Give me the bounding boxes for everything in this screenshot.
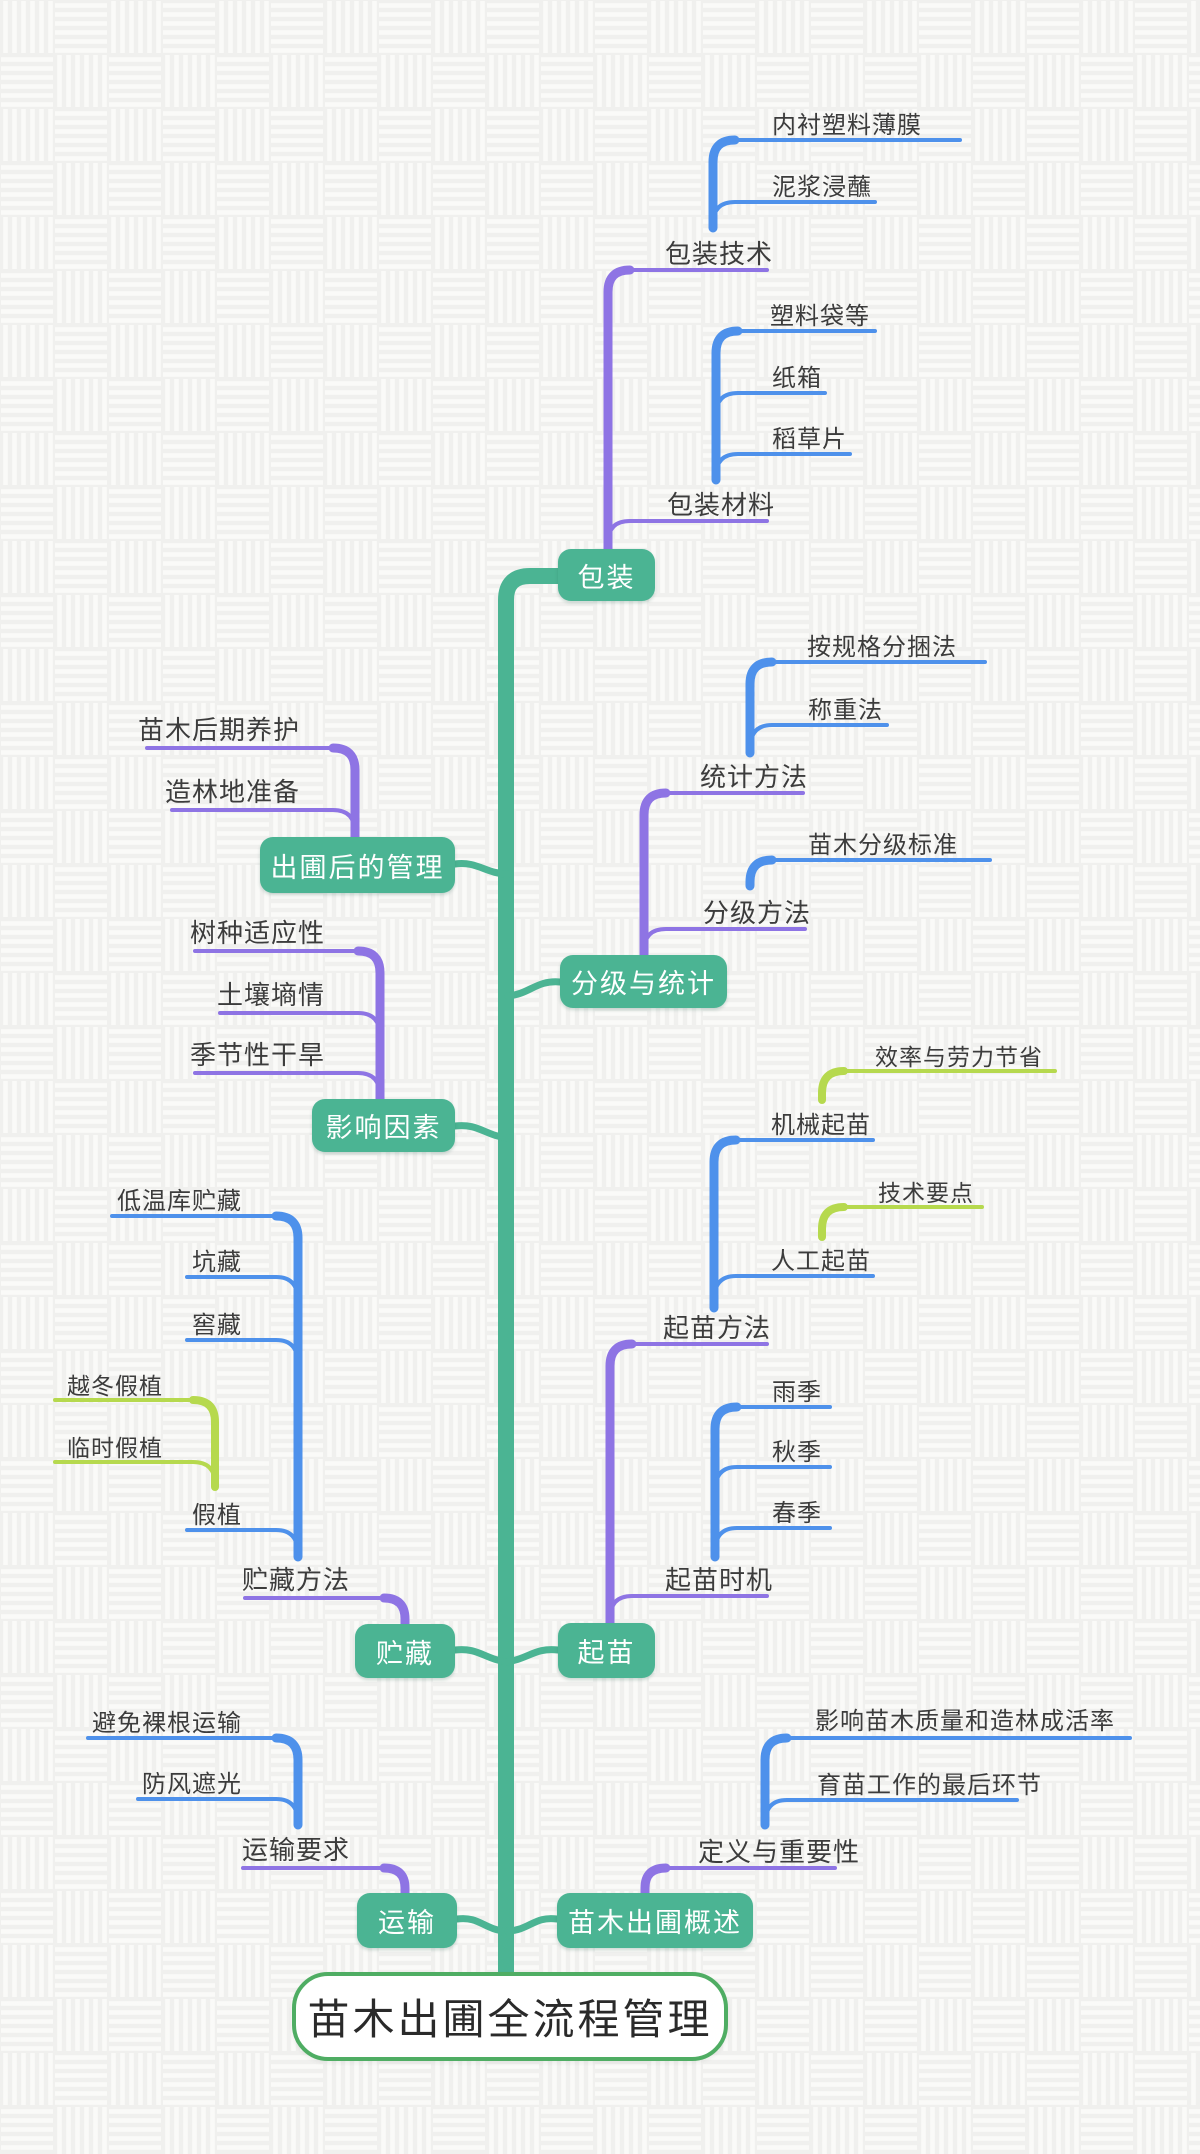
branch-line — [714, 452, 852, 478]
node-packaging-label: 包装 — [577, 562, 636, 593]
label-site-preparation[interactable]: 造林地准备 — [164, 777, 300, 807]
label-mud-dipping[interactable]: 泥浆浸蘸 — [772, 174, 872, 201]
label-manual-lifting[interactable]: 人工起苗 — [771, 1248, 871, 1275]
branch-line — [608, 1594, 769, 1621]
branch-line — [606, 519, 769, 545]
node-post-management-label: 出圃后的管理 — [270, 852, 445, 883]
node-packaging[interactable]: 包装 — [558, 549, 655, 601]
node-storage-label: 贮藏 — [376, 1638, 434, 1669]
label-packing-technique[interactable]: 包装技术 — [665, 239, 774, 269]
label-rainy-season[interactable]: 雨季 — [772, 1379, 822, 1406]
label-storage-methods[interactable]: 贮藏方法 — [241, 1565, 350, 1595]
branch-line — [136, 1797, 300, 1825]
label-inner-plastic-film[interactable]: 内衬塑料薄膜 — [772, 112, 922, 139]
stub-lifting — [501, 1646, 562, 1666]
node-lifting-label: 起苗 — [577, 1638, 636, 1668]
label-weighing-method[interactable]: 称重法 — [808, 697, 883, 724]
branch-line — [185, 1275, 300, 1303]
label-avoid-bare-root-transport[interactable]: 避免裸根运输 — [92, 1710, 242, 1737]
stub-overview — [504, 1915, 561, 1935]
trunk-line — [498, 568, 566, 1982]
branch-line — [711, 200, 877, 226]
label-grading-standard[interactable]: 苗木分级标准 — [808, 832, 958, 859]
label-cellar-storage[interactable]: 窖藏 — [192, 1312, 242, 1339]
label-efficiency-labor-saving[interactable]: 效率与劳力节省 — [875, 1044, 1043, 1070]
label-species-adaptability[interactable]: 树种适应性 — [189, 918, 325, 948]
label-pit-storage[interactable]: 坑藏 — [192, 1249, 242, 1276]
branch-line — [53, 1460, 217, 1486]
node-transport[interactable]: 运输 — [357, 1893, 457, 1948]
branch-line — [185, 1338, 300, 1366]
label-spring[interactable]: 春季 — [772, 1500, 822, 1527]
branch-line — [218, 1011, 382, 1038]
root-node[interactable]: 苗木出圃全流程管理 — [292, 1972, 728, 2061]
branch-line — [714, 391, 827, 417]
node-post-management[interactable]: 出圃后的管理 — [260, 837, 455, 893]
label-technical-points[interactable]: 技术要点 — [878, 1180, 974, 1206]
label-cold-storage[interactable]: 低温库贮藏 — [117, 1188, 242, 1215]
label-transport-requirements[interactable]: 运输要求 — [241, 1835, 350, 1865]
label-statistics-methods[interactable]: 统计方法 — [700, 762, 809, 792]
node-storage[interactable]: 贮藏 — [355, 1624, 455, 1678]
label-autumn[interactable]: 秋季 — [772, 1439, 822, 1466]
label-soil-moisture[interactable]: 土壤墒情 — [216, 980, 325, 1010]
stub-factors — [451, 1122, 512, 1142]
node-overview-label: 苗木出圃概述 — [568, 1908, 742, 1938]
branch-line — [712, 1274, 875, 1302]
label-definition-importance[interactable]: 定义与重要性 — [698, 1837, 861, 1867]
label-mechanical-lifting[interactable]: 机械起苗 — [771, 1112, 871, 1139]
node-grading-stats-label: 分级与统计 — [571, 969, 716, 999]
label-lifting-timing[interactable]: 起苗时机 — [665, 1565, 774, 1595]
label-temporary-heeling[interactable]: 临时假植 — [67, 1435, 163, 1461]
stub-post-management — [451, 860, 512, 878]
root-node-label: 苗木出圃全流程管理 — [307, 1996, 713, 2043]
branch-line — [170, 808, 357, 835]
node-factors-label: 影响因素 — [325, 1113, 442, 1143]
node-overview[interactable]: 苗木出圃概述 — [557, 1893, 753, 1948]
label-packing-materials[interactable]: 包装材料 — [667, 490, 776, 520]
branch-line — [713, 1526, 832, 1554]
label-lifting-methods[interactable]: 起苗方法 — [663, 1313, 772, 1343]
label-windproof-shading[interactable]: 防风遮光 — [142, 1771, 242, 1798]
branch-line — [748, 723, 889, 751]
stub-grading — [504, 978, 564, 1000]
label-affects-quality-survival[interactable]: 影响苗木质量和造林成活率 — [815, 1708, 1115, 1735]
label-straw-mats[interactable]: 稻草片 — [772, 426, 847, 453]
label-overwinter-heeling[interactable]: 越冬假植 — [67, 1373, 163, 1399]
label-plastic-bags[interactable]: 塑料袋等 — [770, 303, 870, 330]
label-heeling-in[interactable]: 假植 — [192, 1502, 242, 1529]
node-transport-label: 运输 — [378, 1908, 436, 1938]
branch-line — [713, 1465, 832, 1493]
branch-line — [193, 1071, 382, 1098]
label-post-care[interactable]: 苗木后期养护 — [137, 715, 300, 745]
label-bundling-by-spec[interactable]: 按规格分捆法 — [807, 634, 957, 661]
branch-line — [763, 1798, 1019, 1826]
label-final-step[interactable]: 育苗工作的最后环节 — [817, 1772, 1042, 1799]
stub-transport — [453, 1915, 510, 1935]
label-grading-methods[interactable]: 分级方法 — [703, 898, 812, 928]
label-cartons[interactable]: 纸箱 — [772, 365, 822, 392]
node-factors[interactable]: 影响因素 — [312, 1099, 455, 1152]
branch-line — [185, 1528, 300, 1556]
branch-line — [642, 927, 807, 953]
node-lifting[interactable]: 起苗 — [558, 1623, 655, 1678]
node-grading-stats[interactable]: 分级与统计 — [560, 955, 727, 1008]
label-seasonal-drought[interactable]: 季节性干旱 — [189, 1040, 325, 1070]
